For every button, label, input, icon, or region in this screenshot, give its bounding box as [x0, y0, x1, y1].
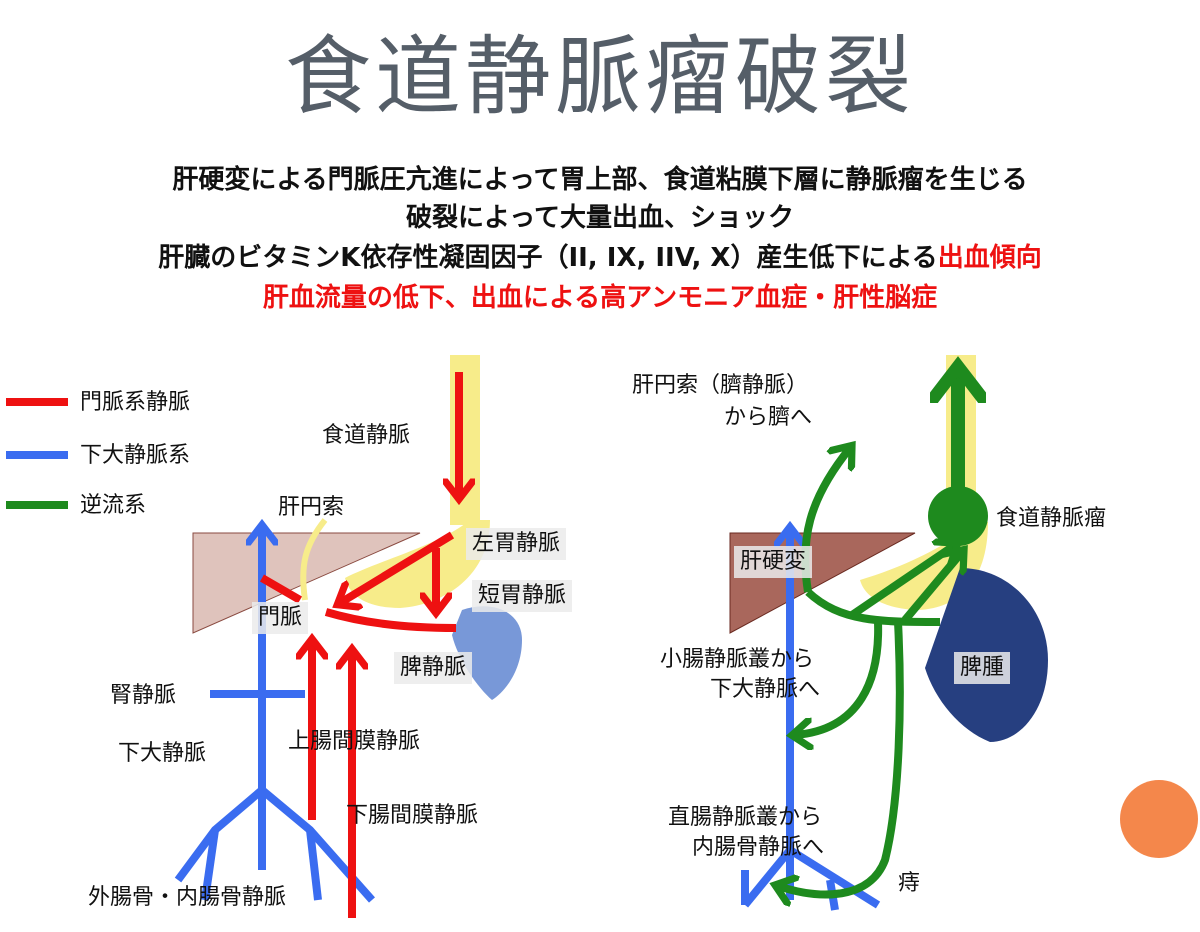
right-short-gastric-arrow: [901, 552, 962, 623]
desc-line-3-highlight: 出血傾向: [937, 243, 1042, 273]
label-umbilical-vein-2: から臍へ: [724, 405, 813, 430]
label-round-ligament: 肝円索: [278, 495, 345, 520]
left-round-ligament: [300, 518, 328, 601]
right-small-intestine-arrow: [795, 621, 883, 735]
left-liver: [192, 532, 421, 634]
label-sup-mesenteric: 上腸間膜静脈: [288, 729, 421, 754]
right-rectal-arrow: [778, 621, 904, 894]
label-splenomegaly: 脾腫: [954, 652, 1011, 684]
left-iliac-branch-2: [306, 829, 322, 901]
right-iliac-left: [741, 847, 794, 908]
left-iliac-left: [174, 786, 265, 883]
label-esophageal-varix: 食道静脈瘤: [996, 506, 1107, 531]
label-small-intestine-1: 小腸静脈叢から: [660, 647, 815, 672]
label-splenic-vein: 脾静脈: [394, 652, 473, 684]
right-portal-collateral: [805, 589, 941, 626]
left-spleen: [452, 606, 522, 700]
label-hemorrhoid: 痔: [898, 871, 921, 896]
label-iliac-veins: 外腸骨・内腸骨静脈: [88, 885, 287, 910]
legend-portal-label: 門脈系静脈: [80, 390, 191, 415]
desc-line-4: 肝血流量の低下、出血による高アンモニア血症・肝性脳症: [262, 283, 938, 313]
left-gastric-arrow: [340, 531, 455, 603]
label-rectal-2: 内腸骨静脈へ: [692, 835, 825, 860]
label-rectal-1: 直腸静脈叢から: [668, 805, 823, 830]
left-portal-to-liver: [259, 574, 303, 604]
right-iliac-right: [787, 846, 881, 909]
left-iliac-branch-1: [201, 829, 219, 901]
label-left-gastric: 左胃静脈: [466, 528, 567, 560]
legend-ivc-label: 下大静脈系: [80, 443, 191, 468]
left-diagram: [174, 355, 522, 918]
label-renal-vein: 腎静脈: [110, 683, 177, 708]
right-left-gastric-arrow: [849, 545, 955, 619]
label-small-intestine-2: 下大静脈へ: [710, 677, 821, 702]
left-esophagus: [450, 355, 480, 525]
label-inf-mesenteric: 下腸間膜静脈: [346, 803, 479, 828]
desc-line-3-text: 肝臓のビタミンK依存性凝固因子（II, IX, IIV, X）産生低下による: [158, 243, 938, 273]
label-cirrhosis: 肝硬変: [734, 546, 813, 578]
label-ivc: 下大静脈: [118, 741, 207, 766]
label-short-gastric: 短胃静脈: [472, 580, 573, 612]
legend-collateral-label: 逆流系: [80, 493, 147, 518]
accent-circle: [1120, 780, 1198, 858]
label-esophageal-vein: 食道静脈: [322, 423, 411, 448]
label-portal-vein: 門脈: [252, 602, 309, 634]
label-umbilical-vein-1: 肝円索（臍静脈）: [632, 373, 809, 398]
desc-line-3: 肝臓のビタミンK依存性凝固因子（II, IX, IIV, X）産生低下による出血…: [0, 240, 1200, 276]
right-varix-node: [928, 486, 988, 546]
desc-line-1: 肝硬変による門脈圧亢進によって胃上部、食道粘膜下層に静脈瘤を生じる: [172, 165, 1028, 195]
left-splenic-vein: [324, 608, 457, 632]
page-title: 食道静脈瘤破裂: [285, 27, 915, 127]
desc-line-2: 破裂によって大量出血、ショック: [406, 203, 794, 233]
left-stomach: [345, 520, 490, 608]
